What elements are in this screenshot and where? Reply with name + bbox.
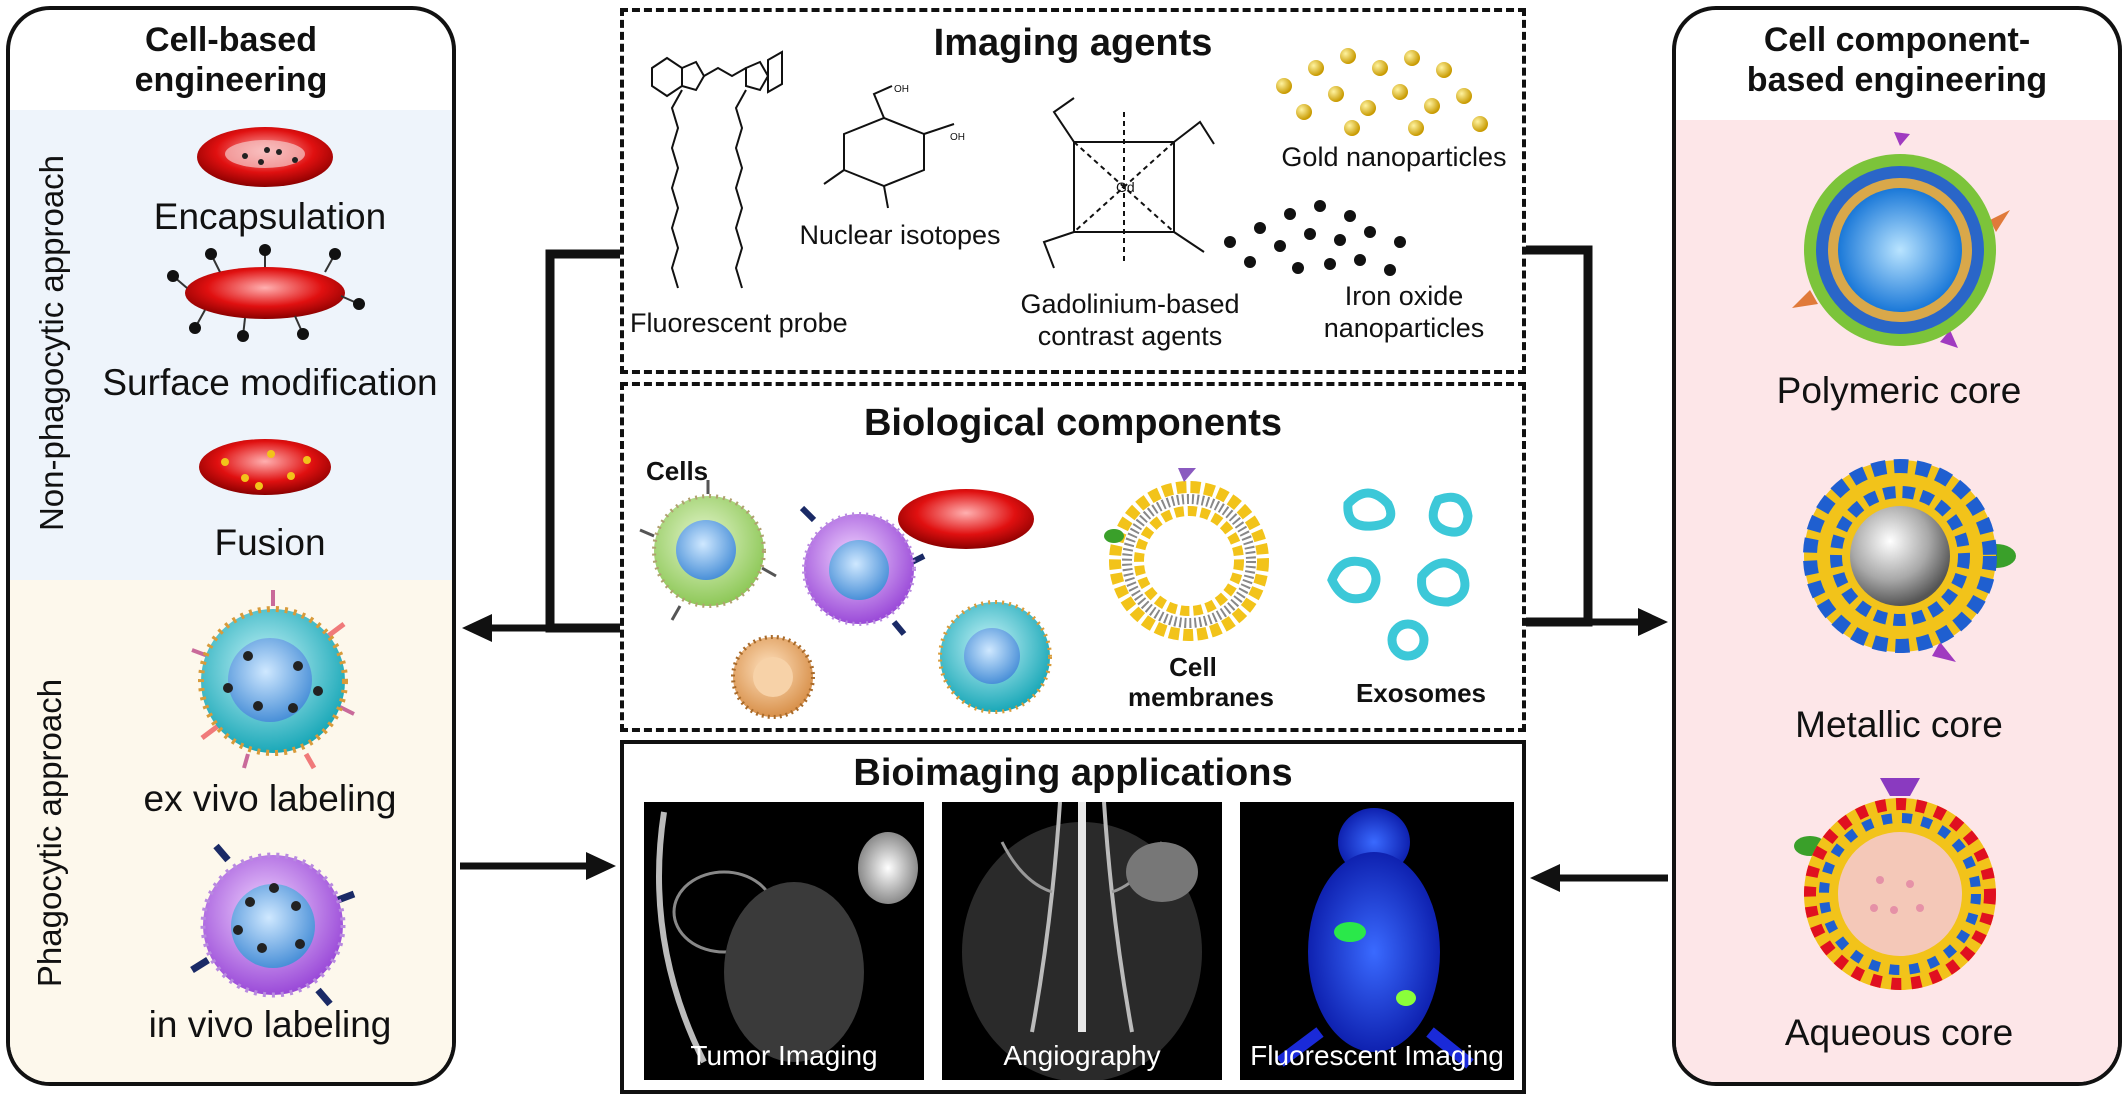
left-panel-title: Cell-based engineering	[134, 21, 328, 99]
iron-oxide-label: Iron oxide nanoparticles	[1323, 281, 1485, 343]
metallic-core-icon	[1803, 459, 2016, 662]
fusion-label: Fusion	[214, 522, 326, 563]
non-phagocytic-label: Non-phagocytic approach	[33, 154, 70, 532]
exosomes-label: Exosomes	[1355, 678, 1487, 708]
right-panel-title: Cell component- based engineering	[1746, 21, 2048, 99]
imaging-agents-box: Imaging agents Fluorescent probe OH OH N…	[620, 8, 1526, 374]
purple-cell-icon	[799, 505, 926, 636]
in-vivo-labeling-label: in vivo labeling	[148, 1004, 392, 1045]
red-blood-cell-icon	[898, 489, 1034, 549]
cell-membrane-icon	[1104, 468, 1269, 641]
tumor-imaging-caption: Tumor Imaging	[690, 1040, 878, 1071]
svg-text:OH: OH	[950, 132, 965, 143]
bioimaging-title: Bioimaging applications	[853, 752, 1293, 794]
encapsulation-label: Encapsulation	[153, 196, 387, 237]
ex-vivo-cell-icon	[191, 590, 355, 770]
cell-membranes-label: Cell membranes	[1128, 652, 1274, 712]
aqueous-core-icon	[1794, 778, 1996, 990]
fluorescent-imaging-caption: Fluorescent Imaging	[1250, 1040, 1504, 1071]
surface-modification-label: Surface modification	[102, 362, 438, 403]
phagocytic-label: Phagocytic approach	[31, 678, 68, 988]
svg-text:OH: OH	[894, 84, 909, 95]
surface-modification-rbc-icon	[167, 244, 365, 342]
encapsulation-rbc-icon	[197, 127, 333, 187]
left-bracket-line	[545, 249, 620, 633]
cyan-cell-icon	[938, 600, 1052, 714]
cells-label: Cells	[646, 456, 709, 486]
gold-nanoparticles-label: Gold nanoparticles	[1281, 142, 1507, 172]
bioimaging-applications-box: Bioimaging applications Tumor Imaging An…	[620, 740, 1526, 1094]
cell-component-engineering-panel: Cell component- based engineering Polyme…	[1672, 6, 2122, 1086]
fluorescent-imaging-panel: Fluorescent Imaging	[1240, 802, 1514, 1080]
biological-components-box: Biological components Cells Cell membra	[620, 382, 1526, 732]
non-phagocytic-section	[10, 110, 452, 580]
svg-text:Gd: Gd	[1116, 179, 1135, 195]
green-cell-icon	[639, 480, 777, 621]
right-bracket-line	[1526, 245, 1593, 627]
iron-oxide-nanoparticles-icon	[1224, 200, 1406, 276]
gadolinium-label: Gadolinium-based contrast agents	[1020, 289, 1240, 351]
arrow-to-cell-based-head	[462, 614, 492, 642]
metallic-core-label: Metallic core	[1795, 704, 2003, 745]
tumor-imaging-panel: Tumor Imaging	[644, 802, 924, 1080]
cell-based-engineering-panel: Cell-based engineering Non-phagocytic ap…	[6, 6, 456, 1086]
imaging-agents-title: Imaging agents	[933, 22, 1213, 64]
angiography-panel: Angiography	[942, 802, 1222, 1080]
arrow-left-to-bioimaging-head	[586, 852, 616, 880]
polymeric-core-label: Polymeric core	[1776, 370, 2022, 411]
nuclear-isotopes-structure: OH OH	[823, 84, 965, 209]
fluorescent-probe-structure	[651, 50, 783, 289]
orange-cell-icon	[731, 635, 815, 719]
ex-vivo-labeling-label: ex vivo labeling	[143, 778, 397, 819]
gold-nanoparticles-icon	[1276, 48, 1488, 136]
biological-components-title: Biological components	[863, 402, 1283, 444]
fluorescent-probe-label: Fluorescent probe	[630, 308, 848, 338]
nuclear-isotopes-label: Nuclear isotopes	[799, 220, 1001, 250]
aqueous-core-label: Aqueous core	[1784, 1012, 2014, 1053]
fusion-rbc-icon	[199, 439, 331, 495]
gadolinium-structure: Gd	[1042, 97, 1215, 269]
arrow-right-to-bioimaging-head	[1530, 864, 1560, 892]
in-vivo-cell-icon	[190, 843, 356, 1007]
angiography-caption: Angiography	[1003, 1040, 1161, 1071]
polymeric-core-icon	[1792, 132, 2010, 348]
arrow-to-component-based-head	[1638, 608, 1668, 636]
exosomes-icon	[1327, 488, 1473, 661]
